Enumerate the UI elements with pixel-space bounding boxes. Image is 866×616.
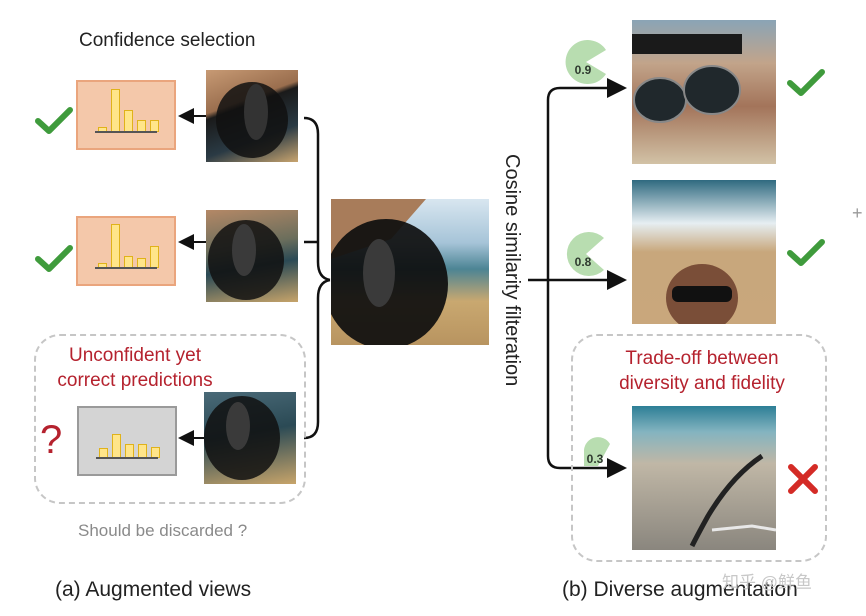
pie-score-icon: 0.3	[580, 436, 624, 476]
histogram-bar	[111, 89, 120, 132]
check-icon	[35, 107, 73, 134]
diverse-augmentation-photo	[632, 406, 776, 550]
cross-icon	[788, 464, 818, 494]
caption-augmented-views: (a) Augmented views	[55, 578, 252, 601]
unconfident-dashed-box	[34, 334, 306, 504]
diverse-augmentation-photo	[632, 20, 776, 164]
augmented-view-photo	[204, 392, 296, 484]
augmented-view-photo	[206, 70, 298, 162]
augmented-view-photo	[206, 210, 298, 302]
histogram-bar	[124, 110, 133, 132]
diverse-augmentation-photo	[632, 180, 776, 324]
plus-icon: +	[852, 203, 863, 223]
caption-diverse-augmentation: (b) Diverse augmentation	[562, 578, 798, 601]
histogram-bar	[111, 224, 120, 268]
tradeoff-label: Trade-off between diversity and fidelity	[619, 348, 785, 394]
histogram-bar	[150, 246, 159, 268]
check-icon	[787, 239, 825, 266]
histogram-panel	[76, 80, 176, 150]
pie-score-icon: 0.8	[564, 232, 608, 278]
check-icon	[787, 69, 825, 96]
tradeoff-dashed-box	[571, 334, 827, 562]
cosine-filter-label: Cosine similarity filteration	[501, 154, 523, 387]
watermark: 知乎 @鲜鱼	[722, 573, 812, 592]
histogram-panel	[76, 216, 176, 286]
question-icon: ?	[40, 418, 63, 462]
unconfident-label: Unconfident yet correct predictions	[57, 345, 213, 391]
pie-score-icon: 0.9	[564, 40, 608, 86]
source-image-photo	[331, 199, 489, 345]
confidence-selection-heading: Confidence selection	[79, 30, 256, 51]
discard-note: Should be discarded ?	[78, 521, 248, 540]
histogram-panel-unconfident	[77, 406, 177, 476]
check-icon	[35, 245, 73, 272]
